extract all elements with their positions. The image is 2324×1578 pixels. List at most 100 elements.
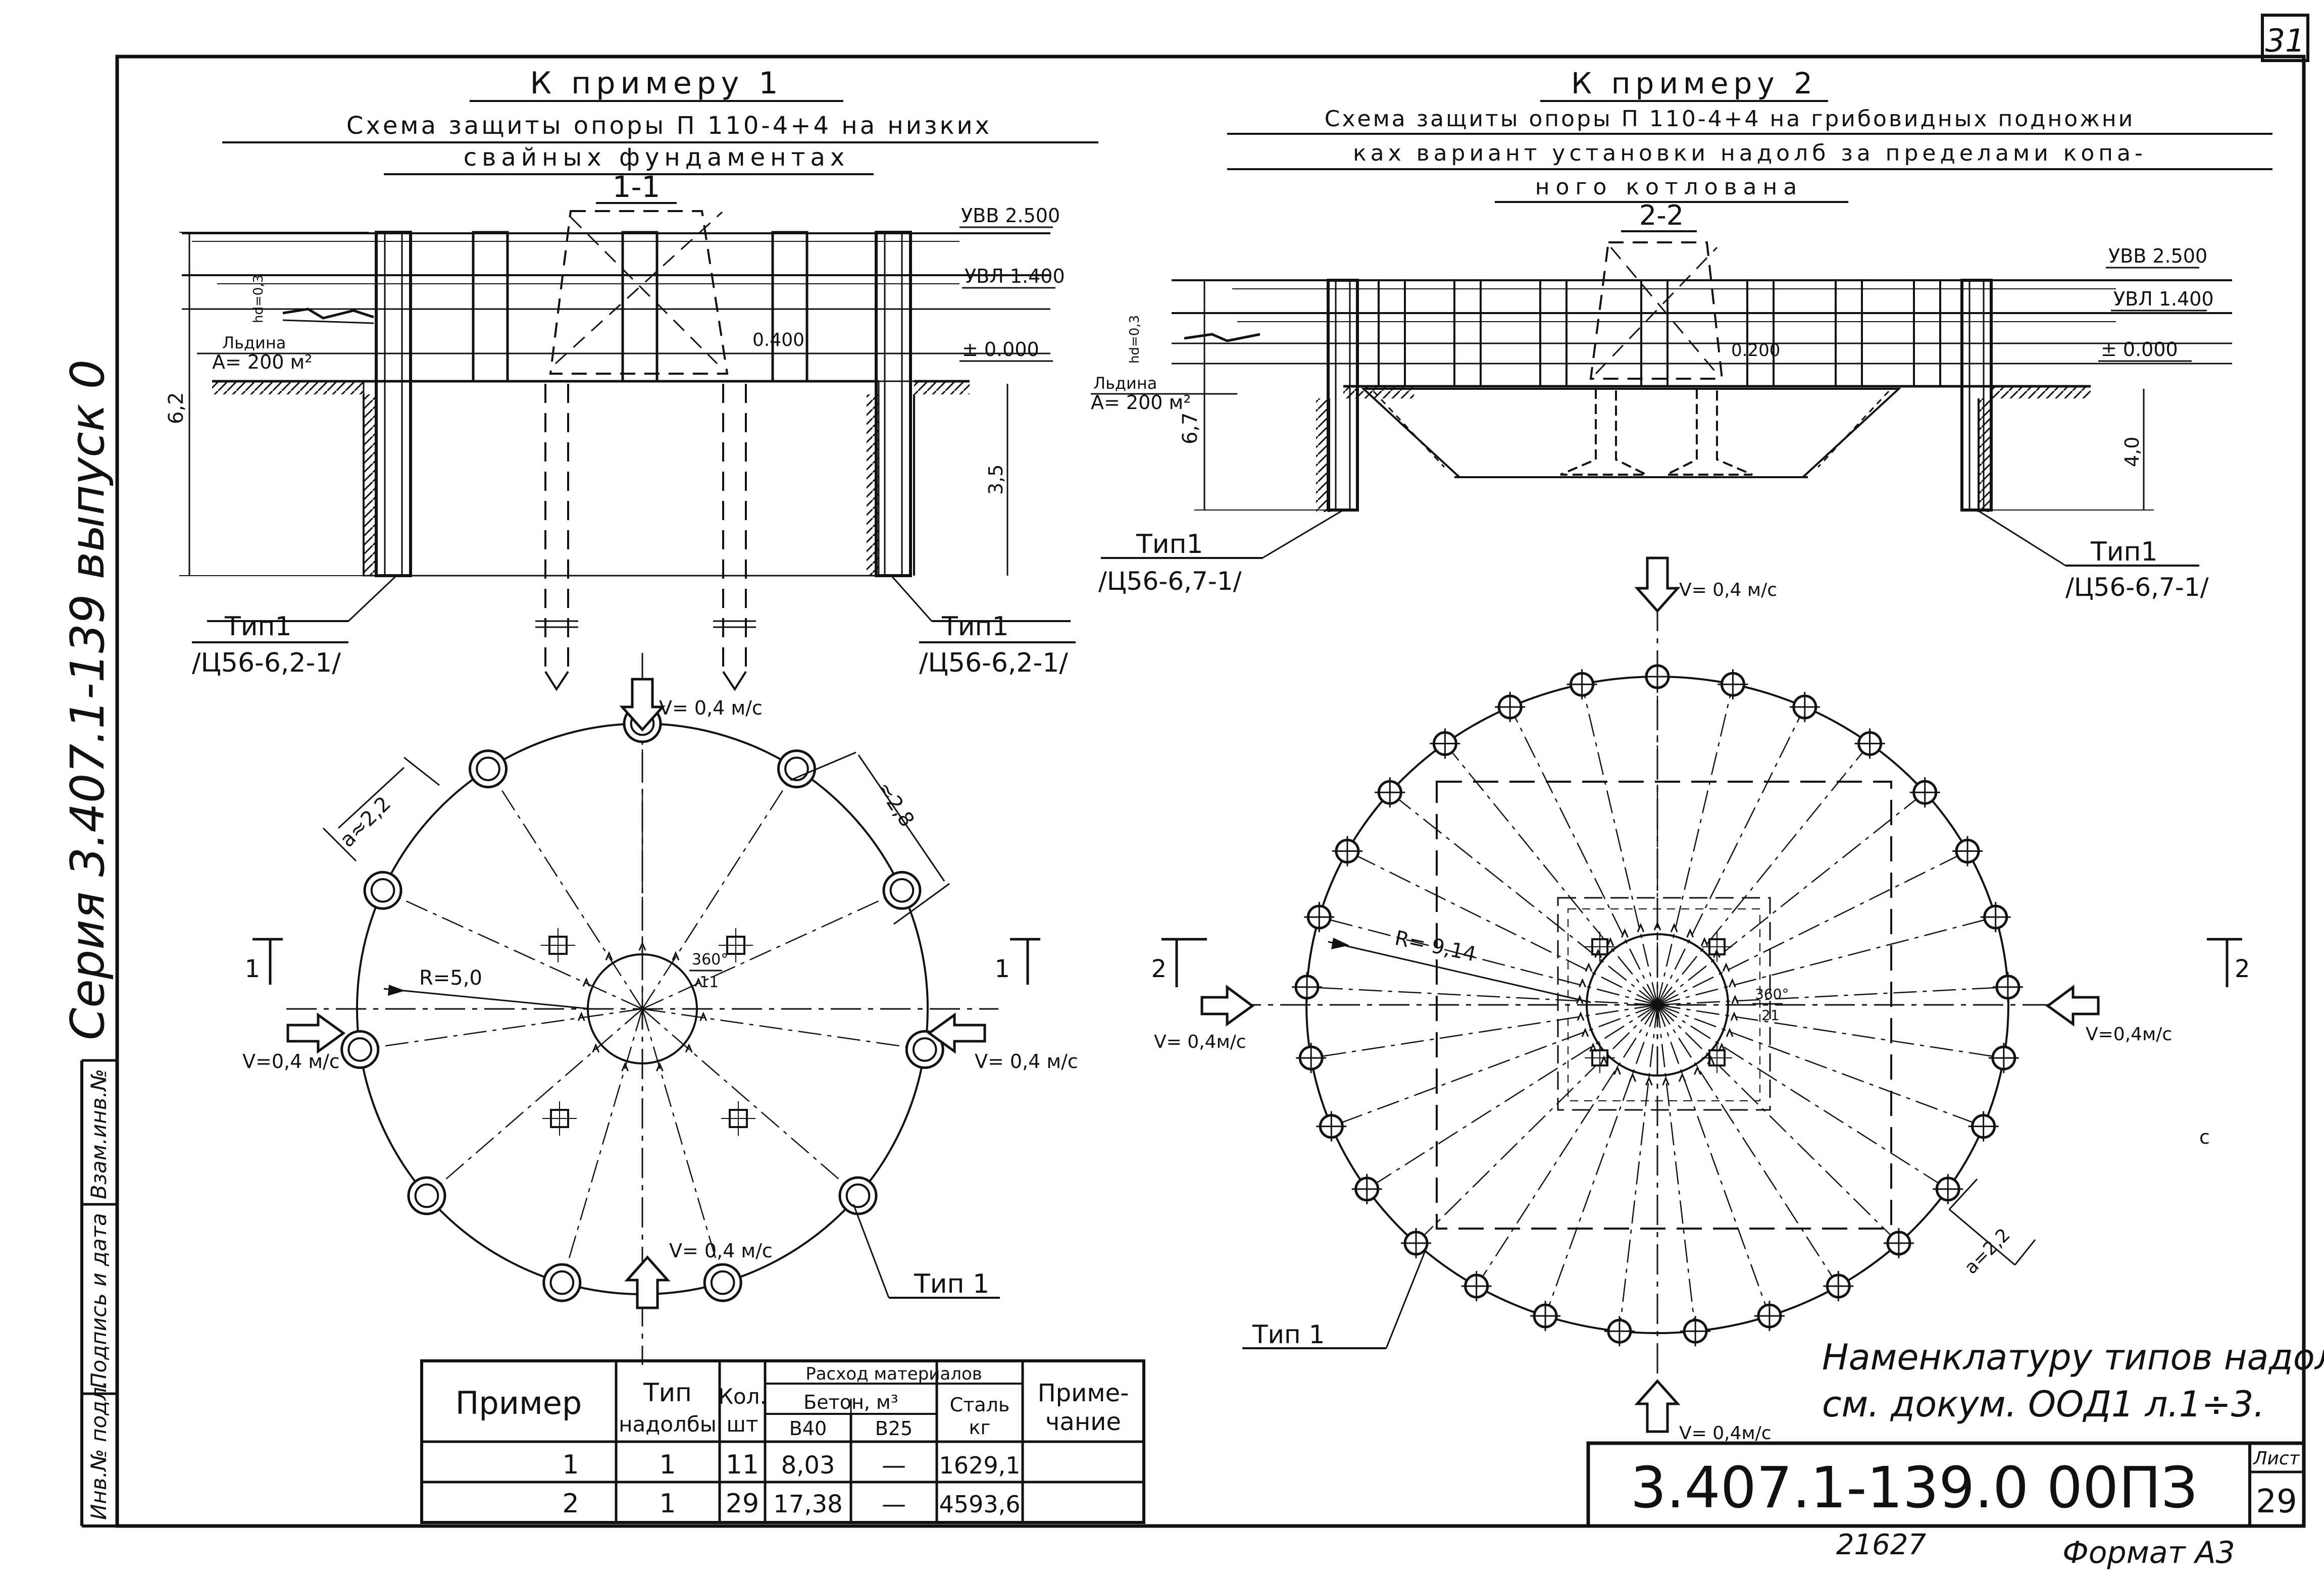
left-flow-label-right: V= 0,4 м/с (975, 1050, 1078, 1073)
left-section-label: 1-1 (613, 170, 661, 204)
right-type-code-1: /Ц56-6,7-1/ (1098, 567, 1242, 596)
right-type-label-2: Тип1 (2090, 537, 2158, 567)
angle-tick (699, 1011, 708, 1021)
left-dim-0400: 0.400 (752, 330, 804, 350)
left-plan-pile-squares (541, 928, 755, 1136)
radial-line (1657, 743, 1871, 1005)
radial-line (642, 1008, 925, 1050)
radial-line (1657, 792, 1926, 1005)
table-cell-steel: 1629,1 (939, 1452, 1021, 1479)
angle-tick (1629, 1073, 1637, 1082)
post-icon (1375, 777, 1405, 808)
pile-square (542, 1101, 577, 1136)
angle-tick (1731, 994, 1739, 1004)
angle-tick (1662, 1076, 1670, 1086)
radial-line (360, 1008, 643, 1050)
angle-tick (1589, 1042, 1597, 1052)
right-example-title: К примеру 2 (1571, 66, 1817, 100)
right-cut-mark-right: 2 (2235, 955, 2250, 983)
post-inner-ring (845, 1183, 871, 1208)
right-plan-type-label: Тип 1 (1252, 1320, 1325, 1349)
table-header-type-2: надолбы (619, 1412, 717, 1437)
angle-tick (1722, 962, 1730, 972)
left-uvl-label: УВЛ 1.400 (965, 265, 1065, 287)
post-icon (1980, 902, 2011, 933)
pile-square (1702, 1043, 1732, 1073)
post-icon (905, 1030, 944, 1069)
side-field-2: Подпись и дата (86, 1213, 111, 1389)
table-header-b25: В25 (875, 1417, 913, 1440)
right-flow-arrow-top (1634, 556, 1681, 613)
left-title-line-1: Схема защиты опоры П 110-4+4 на низких (346, 112, 992, 140)
angle-tick (638, 941, 646, 951)
angle-tick (655, 1062, 664, 1072)
table-header-consumption: Расход материалов (805, 1364, 982, 1384)
angle-tick (1585, 962, 1593, 972)
right-plan-posts (1292, 661, 2023, 1347)
right-dim-67: 6,7 (1179, 412, 1202, 444)
radial-line (1657, 916, 1996, 1006)
left-plan-posts (340, 704, 944, 1302)
side-field-3: Взам.инв.№ (86, 1069, 111, 1199)
angle-tick (1694, 1065, 1701, 1075)
post-icon (1988, 1043, 2019, 1074)
radial-line (642, 1008, 858, 1196)
post-outer-ring (363, 871, 402, 910)
post-icon (1292, 972, 1323, 1002)
left-hd-label: hd=0,3 (251, 275, 266, 323)
right-cut-mark-left: 2 (1151, 955, 1167, 983)
left-flow-label-top: V= 0,4 м/с (659, 697, 763, 719)
note-line-1: Наменклатуру типов надолб (1822, 1337, 2324, 1378)
radial-line (1656, 1004, 1839, 1287)
angle-tick (1726, 1028, 1734, 1037)
radial-line (487, 769, 643, 1009)
post-outer-ring (340, 1030, 380, 1069)
list-label: Лист (2252, 1448, 2300, 1469)
left-plan-type-label: Тип 1 (914, 1269, 989, 1299)
table-cell-b25: — (882, 1451, 906, 1480)
post-outer-ring (407, 1176, 446, 1215)
pile-square (541, 928, 575, 962)
post-icon (1316, 1111, 1347, 1142)
table-cell-type: 1 (659, 1489, 676, 1519)
post-icon (1680, 1316, 1711, 1347)
post-outer-ring (777, 749, 816, 789)
pile-square (719, 928, 753, 962)
angle-tick (1678, 1073, 1686, 1082)
right-zero-label: ± 0.000 (2101, 338, 2178, 361)
post-outer-ring (905, 1030, 944, 1069)
radial-line (1389, 792, 1658, 1005)
radial-line (1310, 1004, 1658, 1059)
post-icon (1933, 1174, 1963, 1204)
post-icon (407, 1176, 446, 1215)
left-ice-label-1: Льдина (222, 333, 286, 352)
right-title-line-1: Схема защиты опоры П 110-4+4 на грибовид… (1325, 106, 2135, 132)
radial-line (1416, 1004, 1658, 1244)
right-type-label-1: Тип1 (1136, 529, 1203, 559)
left-cut-mark-right: 1 (994, 955, 1010, 983)
angle-tick (621, 1062, 629, 1072)
corner-number: 31 (2265, 22, 2305, 59)
left-titles: К примеру 1 Схема защиты опоры П 110-4+4… (222, 66, 1098, 204)
post-icon (1530, 1300, 1561, 1331)
radial-line (1367, 1004, 1658, 1190)
left-type-code-2: /Ц56-6,2-1/ (919, 648, 1068, 678)
post-icon (1461, 1270, 1492, 1301)
angle-tick (1712, 948, 1721, 958)
right-small-c: c (2199, 1126, 2210, 1148)
left-flow-arrow-left (286, 1012, 346, 1054)
radial-line (1656, 1004, 1696, 1332)
right-uvl-label: УВЛ 1.400 (2113, 288, 2214, 310)
radial-line (641, 1008, 724, 1283)
stamp-number: 21627 (1836, 1529, 1927, 1561)
angle-tick (1606, 937, 1614, 946)
radial-line (1657, 1004, 1984, 1127)
post-outer-ring (542, 1263, 582, 1302)
table-header-concrete: Бетон, м³ (803, 1391, 898, 1413)
radial-line (1306, 986, 1658, 1006)
post-inner-ring (370, 878, 395, 903)
angle-tick (1686, 928, 1694, 938)
right-ice-label-1: Льдина (1093, 374, 1157, 393)
post-icon (1754, 1300, 1785, 1331)
table-header-steel-2: кг (969, 1416, 991, 1439)
